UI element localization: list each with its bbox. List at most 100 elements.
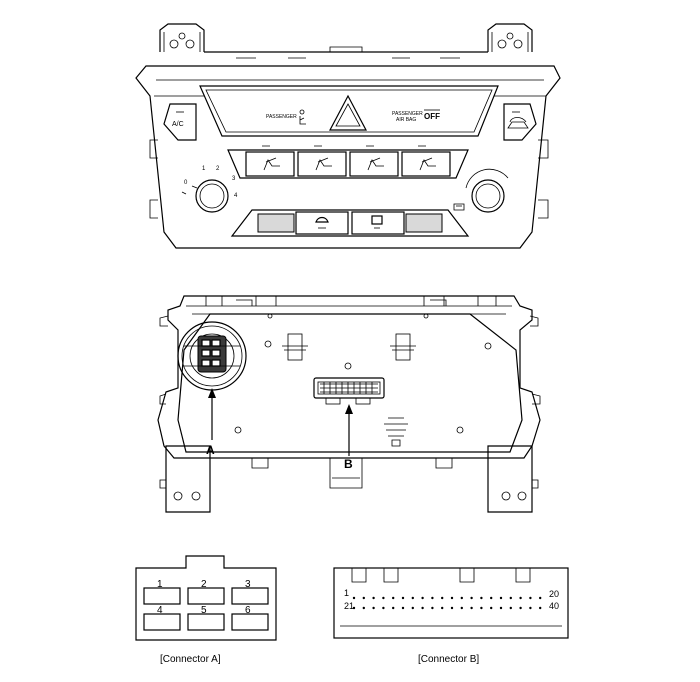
connector-b-pin-dot xyxy=(490,606,493,610)
connector-b-pin-dot xyxy=(450,596,454,600)
connector-b-pin-grid xyxy=(352,596,542,610)
connector-b-pin-dot xyxy=(460,606,463,610)
connector-b-pin-dot xyxy=(519,596,522,600)
connector-b-pin-dot xyxy=(539,596,542,600)
rear-defrost-button[interactable] xyxy=(351,211,405,235)
ac-button-label: A/C xyxy=(172,121,184,128)
connector-b-pin-dot xyxy=(421,606,424,610)
connector-b-pin-dot xyxy=(470,596,473,600)
passenger-airbag-label-1: PASSENGER xyxy=(392,111,423,117)
fan-scale-0: 0 xyxy=(184,180,188,186)
connector-b-pin-dot xyxy=(441,596,444,600)
connector-b-pin-dot xyxy=(382,596,385,600)
fan-scale-2: 2 xyxy=(216,166,220,172)
connector-b-pin-dot xyxy=(382,606,385,610)
recirculation-car-icon xyxy=(507,117,529,129)
connector-a-pin-6: 6 xyxy=(245,605,251,616)
board-connector-b xyxy=(313,377,385,405)
connector-b-pin-dot xyxy=(352,596,356,600)
recirculation-button[interactable] xyxy=(503,103,537,141)
seat-button-row xyxy=(227,145,469,179)
connector-b-pin-dot xyxy=(421,596,424,600)
part-label-block xyxy=(384,417,408,447)
mounting-screw xyxy=(234,340,492,434)
connector-a-pin-5: 5 xyxy=(201,605,207,616)
front-defrost-button[interactable] xyxy=(295,211,349,235)
connector-b-pin-1: 1 xyxy=(344,588,349,598)
fan-scale-1: 1 xyxy=(202,166,206,172)
passenger-label: PASSENGER xyxy=(266,114,297,120)
passenger-airbag-label-2: AIR BAG xyxy=(396,117,416,123)
connector-b-pin-dot xyxy=(539,606,542,610)
left-top-bracket xyxy=(159,23,205,52)
connector-b-pin-dot xyxy=(499,606,503,610)
blower-motor-connector-a xyxy=(177,321,247,391)
retaining-clip-left xyxy=(282,333,308,361)
driver-seat-vent-button[interactable] xyxy=(297,151,347,177)
connector-b-pin-dot xyxy=(499,596,503,600)
callout-arrow-a xyxy=(208,388,216,440)
connector-b-pin-dot xyxy=(519,606,522,610)
connector-b-pin-dot xyxy=(480,606,483,610)
passenger-seat-icon xyxy=(299,109,306,125)
fan-scale-3: 3 xyxy=(232,176,236,182)
temperature-knob[interactable] xyxy=(465,168,509,213)
connector-b-pin-dot xyxy=(431,596,434,600)
connector-b-pin-40: 40 xyxy=(549,601,559,611)
connector-a-pin-2: 2 xyxy=(201,579,207,590)
connector-b-pin-dot xyxy=(441,606,444,610)
connector-b-pin-dot xyxy=(509,606,512,610)
driver-seat-heat-button[interactable] xyxy=(245,151,295,177)
left-side-bracket xyxy=(159,445,211,513)
connector-b-pin-dot xyxy=(411,606,414,610)
connector-b-pin-dot xyxy=(490,596,493,600)
front-panel: PASSENGER PASSENGER AIR BAG OFF A/C xyxy=(135,23,561,249)
right-top-bracket xyxy=(487,23,533,52)
passenger-seat-vent-button[interactable] xyxy=(349,151,399,177)
fan-speed-knob[interactable] xyxy=(191,179,229,213)
connector-b-pin-dot xyxy=(352,606,356,610)
connector-b-pin-dot xyxy=(470,606,473,610)
fan-scale-4: 4 xyxy=(234,193,238,199)
connector-a-pin-1: 1 xyxy=(157,579,163,590)
callout-label-a: A xyxy=(206,443,215,457)
rear-panel: A B xyxy=(157,295,541,513)
connector-a-pin-3: 3 xyxy=(245,579,251,590)
connector-b-pin-dot xyxy=(431,606,434,610)
connector-a-pin-4: 4 xyxy=(157,605,163,616)
ac-button[interactable]: A/C xyxy=(163,103,197,141)
connector-b-pin-dot xyxy=(362,606,365,610)
connector-b-pin-dot xyxy=(372,606,375,610)
connector-b-caption: [Connector B] xyxy=(418,654,479,665)
airbag-off-label: OFF xyxy=(424,112,440,121)
connector-b-pin-dot xyxy=(480,596,483,600)
front-defrost-icon xyxy=(315,216,329,229)
seat-icon xyxy=(263,157,436,171)
rear-defrost-icon xyxy=(371,215,383,229)
connector-b-diagram: 1 20 21 40 xyxy=(333,567,569,639)
right-side-bracket xyxy=(487,445,539,513)
connector-b-pin-dot xyxy=(411,596,414,600)
passenger-seat-heat-button[interactable] xyxy=(401,151,451,177)
defrost-button-row xyxy=(230,209,470,237)
connector-b-pin-dot xyxy=(529,606,532,610)
connector-b-pin-dot xyxy=(401,596,405,600)
connector-b-pin-dot xyxy=(372,596,375,600)
connector-b-pin-dot xyxy=(529,596,532,600)
connector-b-pin-dot xyxy=(362,596,365,600)
connector-b-pin-dot xyxy=(401,606,405,610)
connector-b-pin-20: 20 xyxy=(549,589,559,599)
callout-arrow-b xyxy=(345,404,353,456)
connector-b-pin-dot xyxy=(460,596,463,600)
connector-b-pin-dot xyxy=(450,606,454,610)
connector-b-pin-21: 21 xyxy=(344,601,354,611)
retaining-clip-right xyxy=(390,333,416,361)
connector-a-pin-slots xyxy=(143,587,269,631)
connector-b-pin-dot xyxy=(392,596,395,600)
connector-a-caption: [Connector A] xyxy=(160,654,221,665)
callout-label-b: B xyxy=(344,457,353,471)
hazard-triangle-icon[interactable] xyxy=(329,94,367,131)
connector-a-diagram: 1 2 3 4 5 6 xyxy=(135,555,277,641)
